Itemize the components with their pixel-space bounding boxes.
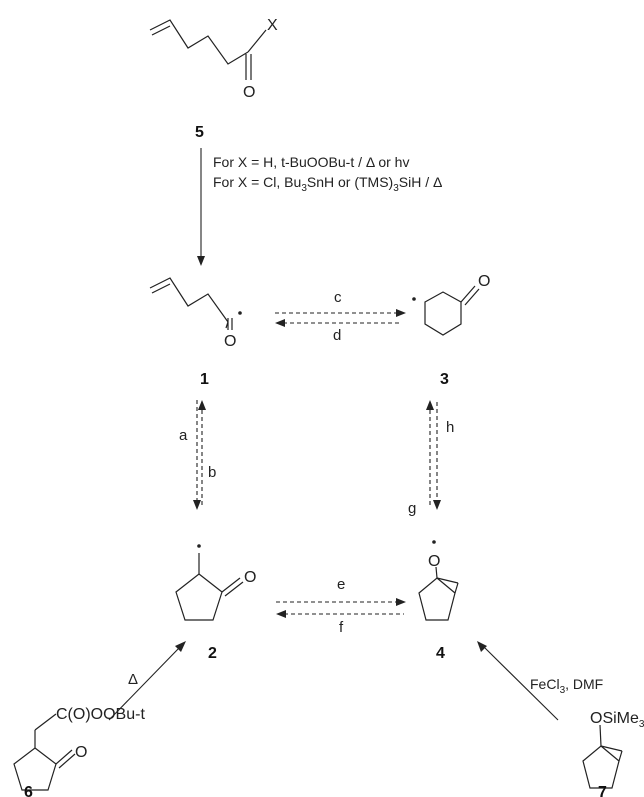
compound-7-number: 7 [598,784,607,797]
condition-line-1: For X = H, t-BuOOBu-t / Δ or hv [213,154,409,170]
compound-2-number: 2 [208,645,217,662]
arrow-g-label: g [408,500,416,517]
arrow-h-head [433,500,441,510]
compound-2-oxygen: O [244,569,256,586]
arrow-6-to-2 [108,646,181,721]
compound-2: O 2 [175,544,256,662]
compound-7-substituent-main: OSiMe [590,710,639,727]
compound-6-oxygen: O [75,744,87,761]
compound-6-number: 6 [24,784,33,797]
arrow-c-head [396,309,406,317]
compound-7-substituent: OSiMe3 [590,710,644,730]
arrow-7-to-4-head [477,641,487,652]
arrow-c-label: c [334,289,342,306]
arrow-b-head [193,500,201,510]
condition-line-1-part-a: For X = H, t-BuOOBu-t / [213,154,366,170]
compound-6-substituent: C(O)OOBu-t [56,706,145,723]
fecl3-sub: 3 [560,685,566,696]
arrow-a-head [198,400,206,410]
compound-4: O 4 [418,540,459,662]
delta-label: Δ [128,671,138,688]
compound-4-number: 4 [436,645,445,662]
arrow-5-to-1-head [197,256,205,266]
compound-1: O 1 [149,277,242,388]
condition-line-1-part-b: Δ or hv [366,154,410,170]
compound-5: O X 5 [149,17,278,141]
compound-5-substituent: X [267,17,278,34]
arrow-a-label: a [179,427,188,444]
compound-4-radical-dot [432,540,436,544]
arrow-e-head [396,598,406,606]
arrow-f-head [276,610,286,618]
compound-3-radical-dot [412,297,416,301]
compound-2-radical-dot [197,544,201,548]
arrow-7-to-4 [484,647,559,721]
condition-line-2-sub-2: 3 [393,183,399,194]
condition-line-2-part-c: SiH / Δ [399,174,443,190]
compound-7-substituent-sub: 3 [639,719,644,730]
compound-7: OSiMe3 7 [582,710,644,797]
condition-line-2-part-a: For X = Cl, Bu [213,174,301,190]
compound-3-oxygen: O [478,273,490,290]
arrow-6-to-2-head [175,641,186,652]
compound-1-number: 1 [200,371,209,388]
compound-1-oxygen: O [224,333,236,350]
arrow-f-label: f [339,619,344,636]
arrow-b-label: b [208,464,216,481]
arrow-g-head [426,400,434,410]
fecl3-condition: FeCl3, DMF [530,676,603,696]
compound-5-number: 5 [195,124,204,141]
condition-line-2-sub-1: 3 [301,183,307,194]
compound-4-oxygen: O [428,553,440,570]
compound-6: C(O)OOBu-t O 6 [13,706,145,797]
arrow-d-label: d [333,327,341,344]
condition-line-2: For X = Cl, Bu3SnH or (TMS)3SiH / Δ [213,174,442,194]
arrow-d-head [275,319,285,327]
fecl3-part-a: FeCl [530,676,560,692]
fecl3-part-b: , DMF [565,676,603,692]
condition-line-2-part-b: SnH or (TMS) [307,174,393,190]
arrow-e-label: e [337,576,345,593]
compound-3-number: 3 [440,371,449,388]
compound-3: O 3 [412,273,490,388]
arrow-h-label: h [446,419,454,436]
compound-1-radical-dot [238,311,242,315]
compound-5-oxygen: O [243,84,255,101]
